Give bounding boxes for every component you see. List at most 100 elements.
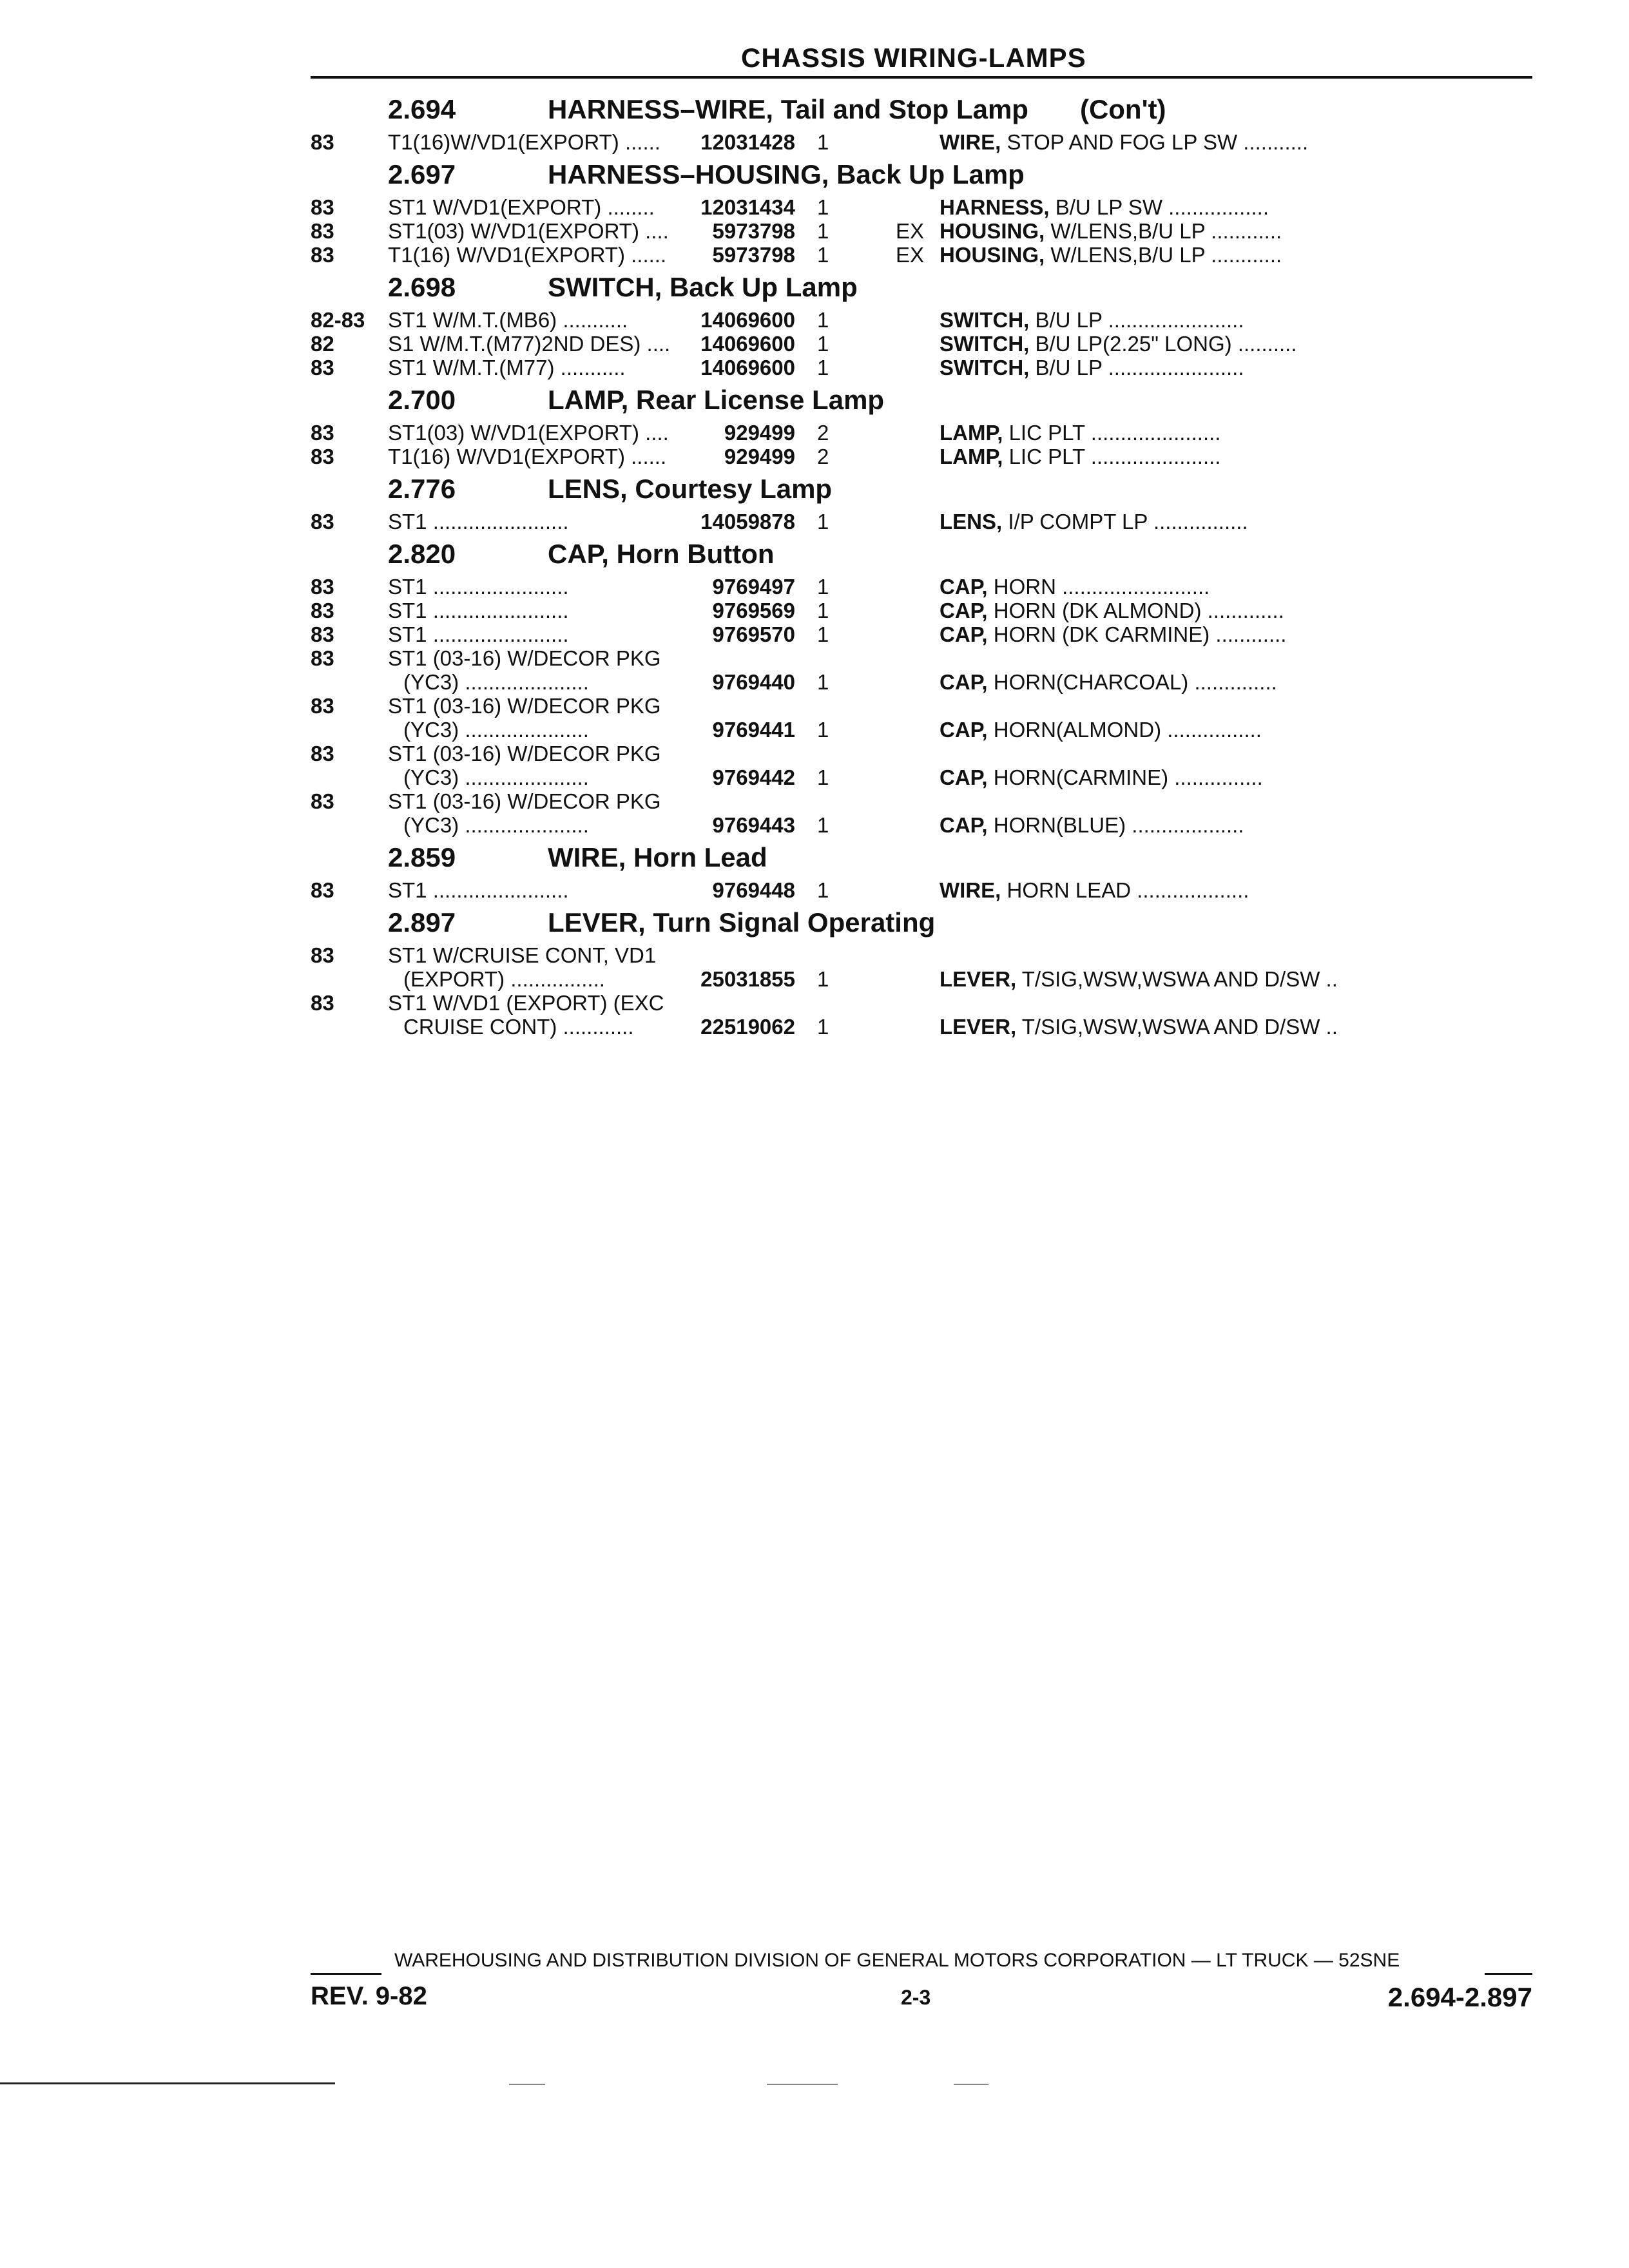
part-noun: CAP,	[940, 718, 988, 742]
section-number: 2.820	[388, 539, 456, 569]
section-title: WIRE, Horn Lead	[548, 842, 767, 872]
part-description-text: B/U LP .......................	[1029, 356, 1244, 380]
part-number: 9769570	[712, 622, 795, 646]
footer-publisher-line: WAREHOUSING AND DISTRIBUTION DIVISION OF…	[394, 1950, 1400, 1971]
part-number: 9769448	[712, 878, 795, 902]
quantity: 1	[817, 356, 829, 380]
part-description-text: HORN(BLUE) ...................	[987, 813, 1244, 837]
footer-rule-right	[1485, 1973, 1532, 1975]
footer-page-number: 2-3	[901, 1986, 931, 2009]
part-number: 12031434	[700, 195, 795, 219]
part-number: 929499	[724, 445, 795, 468]
model-year: 83	[311, 243, 334, 267]
model-year: 83	[311, 943, 334, 967]
model-year: 83	[311, 742, 334, 765]
part-number: 9769443	[712, 813, 795, 837]
application: ST1 W/M.T.(MB6) ...........	[388, 308, 628, 332]
section-number: 2.859	[388, 842, 456, 872]
model-year: 83	[311, 991, 334, 1015]
quantity: 1	[817, 622, 829, 646]
application: ST1 W/VD1 (EXPORT) (EXC	[388, 991, 664, 1015]
application: (YC3) .....................	[403, 670, 589, 694]
part-description: LAMP, LIC PLT ......................	[940, 421, 1532, 445]
section-number: 2.700	[388, 385, 456, 415]
part-number: 14069600	[700, 356, 795, 380]
application: (YC3) .....................	[403, 765, 589, 789]
part-noun: WIRE,	[940, 130, 1001, 154]
part-description: CAP, HORN(CHARCOAL) ..............	[940, 670, 1532, 694]
section-heading: 2.859 WIRE, Horn Lead	[311, 837, 1532, 878]
quantity: 1	[817, 1015, 829, 1039]
footer-rule-left	[311, 1973, 381, 1975]
model-year: 83	[311, 421, 334, 445]
part-description-text: T/SIG,WSW,WSWA AND D/SW ..	[1016, 1015, 1338, 1039]
part-number: 12031428	[700, 130, 795, 154]
part-number: 9769441	[712, 718, 795, 742]
section-title: CAP, Horn Button	[548, 539, 775, 569]
part-description-text: W/LENS,B/U LP ............	[1045, 219, 1282, 243]
section-title: LENS, Courtesy Lamp	[548, 474, 833, 504]
section-title: SWITCH, Back Up Lamp	[548, 272, 858, 302]
part-noun: LAMP,	[940, 445, 1003, 468]
section-title: HARNESS–HOUSING, Back Up Lamp	[548, 159, 1025, 189]
part-number: 9769442	[712, 765, 795, 789]
model-year: 83	[311, 195, 334, 219]
part-description-text: B/U LP(2.25" LONG) ..........	[1029, 332, 1297, 356]
model-year: 83	[311, 694, 334, 718]
part-noun: SWITCH,	[940, 356, 1030, 380]
application: ST1 W/M.T.(M77) ...........	[388, 356, 626, 380]
part-description-text: HORN(CARMINE) ...............	[987, 765, 1263, 789]
application: ST1(03) W/VD1(EXPORT) ....	[388, 219, 669, 243]
model-year: 83	[311, 575, 334, 599]
quantity: 1	[817, 575, 829, 599]
application: (YC3) .....................	[403, 813, 589, 837]
section-number: 2.697	[388, 159, 456, 189]
model-year: 83	[311, 789, 334, 813]
model-year: 83	[311, 445, 334, 468]
part-description-text: LIC PLT ......................	[1003, 421, 1221, 445]
part-noun: HOUSING,	[940, 219, 1045, 243]
part-noun: LAMP,	[940, 421, 1003, 445]
quantity: 1	[817, 765, 829, 789]
application: T1(16) W/VD1(EXPORT) ......	[388, 243, 667, 267]
part-noun: CAP,	[940, 599, 988, 622]
part-number: 14069600	[700, 308, 795, 332]
quantity: 1	[817, 599, 829, 622]
part-description: LAMP, LIC PLT ......................	[940, 445, 1532, 468]
application: ST1 .......................	[388, 510, 569, 533]
application: S1 W/M.T.(M77)2ND DES) ....	[388, 332, 671, 356]
section-continued: (Con't)	[1079, 94, 1166, 124]
quantity: 1	[817, 243, 829, 267]
part-description: CAP, HORN (DK ALMOND) .............	[940, 599, 1532, 622]
part-noun: CAP,	[940, 670, 988, 694]
part-description-text: B/U LP SW .................	[1049, 195, 1269, 219]
part-description-text: HORN(CHARCOAL) ..............	[987, 670, 1277, 694]
part-number: 5973798	[712, 243, 795, 267]
scan-artifact-dash	[509, 2084, 545, 2085]
part-description-text: B/U LP .......................	[1029, 308, 1244, 332]
application: ST1(03) W/VD1(EXPORT) ....	[388, 421, 669, 445]
part-noun: HARNESS,	[940, 195, 1050, 219]
part-description-text: W/LENS,B/U LP ............	[1045, 243, 1282, 267]
part-number: 5973798	[712, 219, 795, 243]
application: (EXPORT) ................	[403, 967, 605, 991]
